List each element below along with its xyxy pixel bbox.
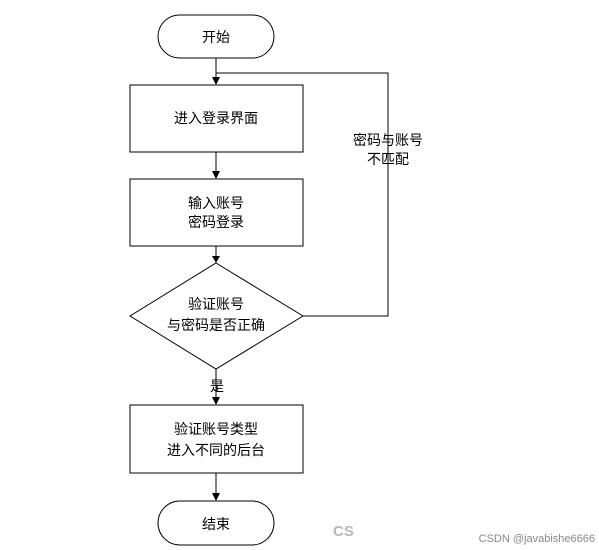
route-backend-label-line1: 验证账号类型 [174,422,258,438]
input-credentials-process [129,178,304,247]
input-credentials-label-line2: 密码登录 [188,214,244,231]
login-page-label: 进入登录界面 [174,111,258,127]
verify-decision-label-line2: 与密码是否正确 [167,317,265,334]
end-terminator [157,500,275,546]
arrow-into-route [212,397,220,405]
login-page-process [129,84,304,153]
arrow-into-end [212,493,220,501]
mismatch-label-line2: 不匹配 [367,152,409,168]
arrow-into-login [212,77,220,85]
verify-decision-label-line1: 验证账号 [188,297,244,313]
arrow-into-verify [212,256,220,263]
arrow-into-input [212,171,220,179]
watermark-text: CSDN @javabishe6666 [479,533,595,545]
yes-label: 是 [210,379,224,395]
watermark-logo: CS [333,523,354,540]
start-label: 开始 [202,30,230,46]
route-backend-label-line2: 进入不同的后台 [167,443,265,459]
route-backend-process [129,404,304,474]
mismatch-label-line1: 密码与账号 [353,132,423,149]
end-label: 结束 [202,517,230,533]
edge-mismatch-loop [216,72,389,317]
input-credentials-label-line1: 输入账号 [188,196,244,212]
verify-decision [129,262,304,370]
